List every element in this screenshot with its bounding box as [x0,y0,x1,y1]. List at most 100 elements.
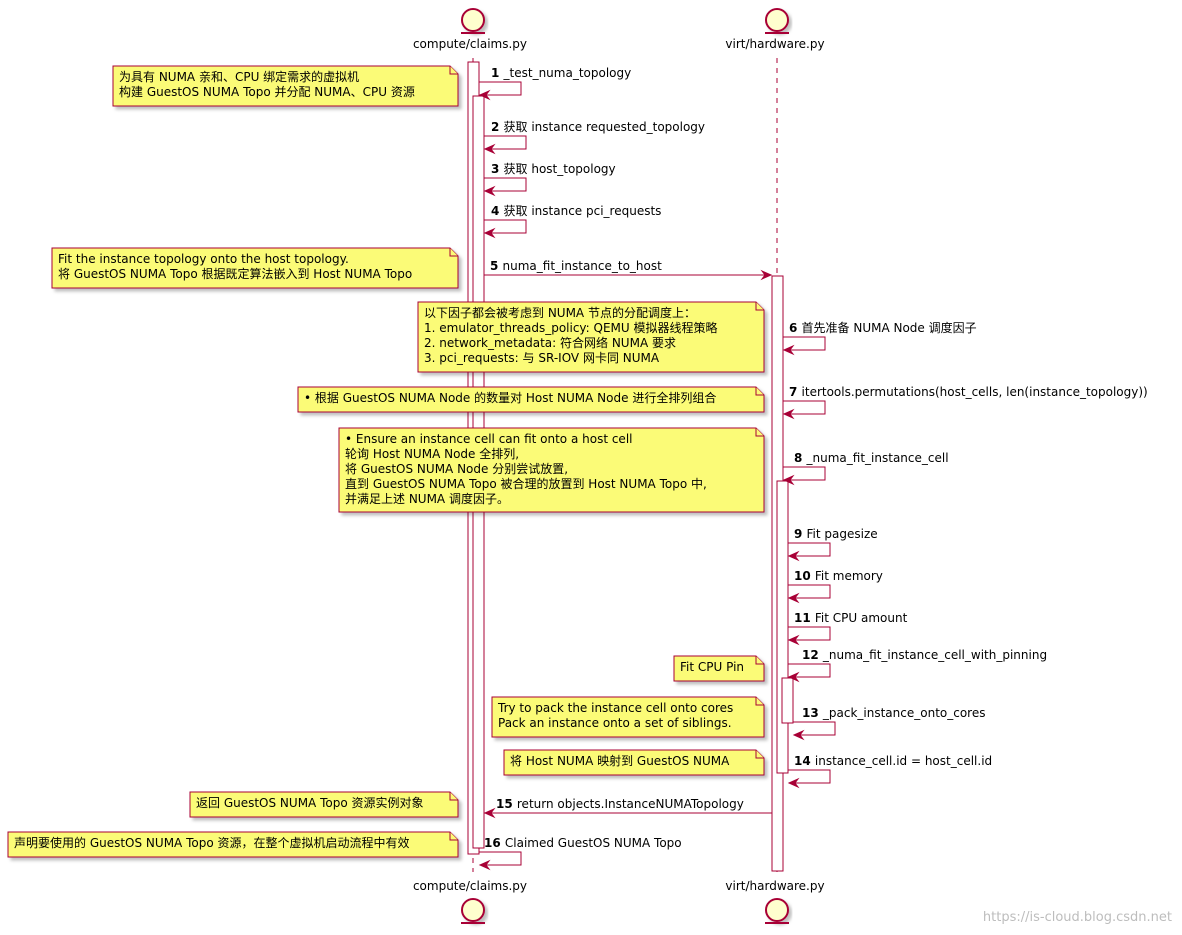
entity-icon [765,8,789,32]
message-14: 14 instance_cell.id = host_cell.id [787,754,992,789]
message-text: Fit pagesize [807,527,878,541]
watermark: https://is-cloud.blog.csdn.net [983,910,1172,925]
message-text: numa_fit_instance_to_host [503,259,663,273]
message-label: 4 获取 instance pci_requests [491,204,661,218]
note-line: Pack an instance onto a set of siblings. [498,716,732,730]
message-number: 7 [789,385,802,399]
message-text: 获取 instance pci_requests [504,204,662,218]
message-number: 6 [789,321,802,335]
message-12: 12 _numa_fit_instance_cell_with_pinning [787,648,1047,683]
message-label: 6 首先准备 NUMA Node 调度因子 [789,320,977,335]
note: • 根据 GuestOS NUMA Node 的数量对 Host NUMA No… [297,386,765,413]
message-number: 12 [802,648,823,662]
note-line: 构建 GuestOS NUMA Topo 并分配 NUMA、CPU 资源 [119,84,415,99]
message-number: 2 [491,120,504,134]
messages-layer: 1 _test_numa_topology 2 获取 instance reque… [478,66,1148,871]
message-number: 3 [491,162,504,176]
note-line: • Ensure an instance cell can fit onto a… [345,432,632,446]
note-line: 声明要使用的 GuestOS NUMA Topo 资源，在整个虚拟机启动流程中有… [14,835,409,850]
message-3: 3 获取 host_topology [483,162,616,197]
message-label: 1 _test_numa_topology [491,66,631,80]
message-text: Claimed GuestOS NUMA Topo [505,836,682,850]
participant-label: compute/claims.py [413,37,527,51]
entity-icon [765,898,789,922]
message-number: 10 [794,569,815,583]
note-line: 轮询 Host NUMA Node 全排列, [345,446,519,461]
message-10: 10 Fit memory [787,569,883,604]
note-line: 返回 GuestOS NUMA Topo 资源实例对象 [196,795,423,810]
entity-icon [461,8,485,32]
message-text: _pack_instance_onto_cores [822,706,986,720]
participant-label: virt/hardware.py [725,879,824,893]
message-text: 获取 host_topology [504,162,616,176]
message-number: 16 [484,836,505,850]
note: 以下因子都会被考虑到 NUMA 节点的分配调度上： 1. emulator_th… [417,301,765,373]
message-text: instance_cell.id = host_cell.id [815,754,992,768]
message-7: 7 itertools.permutations(host_cells, len… [782,385,1148,420]
message-13: 13 _pack_instance_onto_cores [792,706,985,741]
message-15: 15 return objects.InstanceNUMATopology [483,797,772,819]
message-16: 16 Claimed GuestOS NUMA Topo [478,836,682,871]
message-text: 首先准备 NUMA Node 调度因子 [802,320,977,335]
message-5: 5 numa_fit_instance_to_host [484,259,773,281]
message-number: 5 [490,259,503,273]
participant-label: virt/hardware.py [725,37,824,51]
message-text: _numa_fit_instance_cell_with_pinning [822,648,1047,662]
message-9: 9 Fit pagesize [787,527,878,562]
message-6: 6 首先准备 NUMA Node 调度因子 [782,320,977,356]
note: 将 Host NUMA 映射到 GuestOS NUMA [503,749,765,776]
message-8: 8 _numa_fit_instance_cell [782,451,949,486]
message-2: 2 获取 instance requested_topology [483,120,705,155]
message-text: Fit CPU amount [815,611,908,625]
note-line: 为具有 NUMA 亲和、CPU 绑定需求的虚拟机 [119,69,359,84]
note-line: 将 Host NUMA 映射到 GuestOS NUMA [510,753,730,768]
participant-claims-top: compute/claims.py [413,8,527,51]
note-line: 以下因子都会被考虑到 NUMA 节点的分配调度上： [424,305,696,320]
note-line: 将 GuestOS NUMA Topo 根据既定算法嵌入到 Host NUMA … [58,266,412,281]
message-label: 12 _numa_fit_instance_cell_with_pinning [802,648,1047,662]
message-1: 1 _test_numa_topology [478,66,631,101]
message-number: 13 [802,706,823,720]
message-number: 15 [496,797,517,811]
participant-label: compute/claims.py [413,879,527,893]
note: • Ensure an instance cell can fit onto a… [338,427,765,513]
message-text: _test_numa_topology [503,66,632,80]
activation-bar [776,480,789,774]
message-number: 11 [794,611,815,625]
message-label: 3 获取 host_topology [491,162,616,176]
note-line: Try to pack the instance cell onto cores [497,701,733,715]
message-label: 2 获取 instance requested_topology [491,120,705,134]
note-line: 直到 GuestOS NUMA Topo 被合理的放置到 Host NUMA T… [345,476,707,491]
message-text: return objects.InstanceNUMATopology [517,797,744,811]
note: Fit the instance topology onto the host … [51,247,459,289]
message-label: 13 _pack_instance_onto_cores [802,706,985,720]
participant-hardware-bottom: virt/hardware.py [725,879,825,924]
note-line: Fit the instance topology onto the host … [58,252,349,266]
activation-bar [781,677,794,724]
message-number: 1 [491,66,504,80]
message-label: 5 numa_fit_instance_to_host [490,259,662,273]
note-line: 1. emulator_threads_policy: QEMU 模拟器线程策略 [424,320,718,335]
message-text: _numa_fit_instance_cell [806,451,949,465]
message-number: 8 [794,451,807,465]
note: Fit CPU Pin [673,655,765,682]
message-label: 9 Fit pagesize [794,527,878,541]
message-label: 10 Fit memory [794,569,883,583]
note-line: 2. network_metadata: 符合网络 NUMA 要求 [424,335,676,350]
note-line: • 根据 GuestOS NUMA Node 的数量对 Host NUMA No… [304,390,716,405]
note-line: 3. pci_requests: 与 SR-IOV 网卡同 NUMA [424,351,660,365]
message-number: 4 [491,204,504,218]
message-label: 16 Claimed GuestOS NUMA Topo [484,836,682,850]
note-line: Fit CPU Pin [680,660,744,674]
note: 返回 GuestOS NUMA Topo 资源实例对象 [189,791,459,818]
message-11: 11 Fit CPU amount [787,611,908,646]
message-label: 8 _numa_fit_instance_cell [794,451,949,465]
note-line: 将 GuestOS NUMA Node 分别尝试放置, [345,461,568,476]
message-4: 4 获取 instance pci_requests [483,204,661,239]
message-label: 15 return objects.InstanceNUMATopology [496,797,744,811]
message-text: 获取 instance requested_topology [504,120,705,134]
message-label: 7 itertools.permutations(host_cells, len… [789,385,1148,399]
